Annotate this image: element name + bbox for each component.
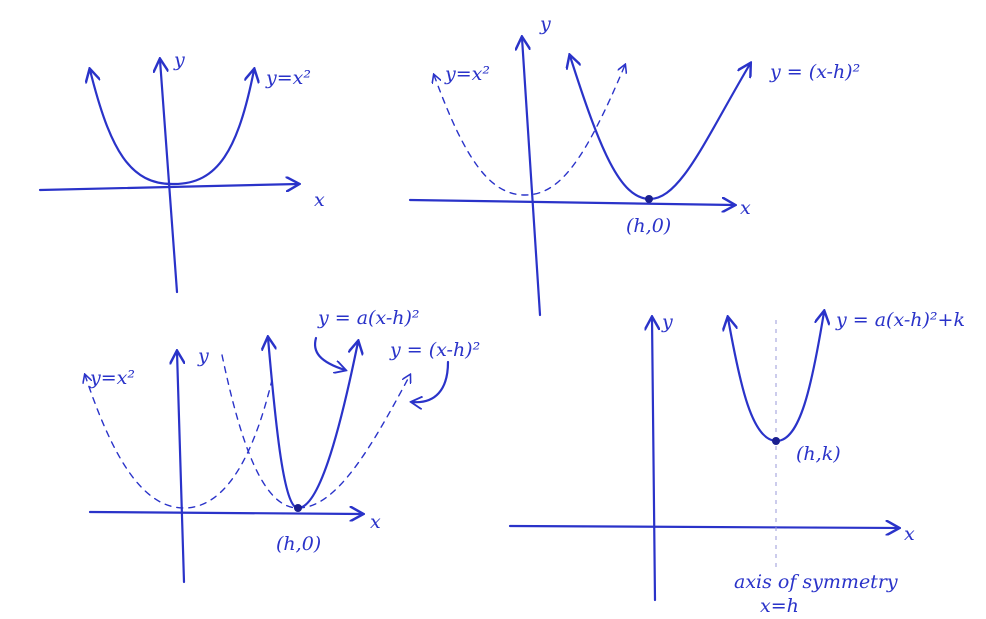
panel-4-x-axis [508,526,898,528]
panel-3-pointer-arrow-1 [313,336,345,370]
panel-3-dashed-parabola-1 [85,375,273,509]
panel-4-y-label: y [661,311,673,333]
panel-3-pointer-arrow-2 [412,360,450,402]
panel-3-dashed1-label: y=x² [89,367,135,389]
panel-2-x-axis [408,200,734,205]
panel-3-curve-label: y = a(x-h)² [317,307,420,329]
panel-1: y x y=x² [38,49,325,294]
panel-2-vertex-label: (h,0) [626,215,671,237]
panel-3-dashed2-label: y = (x-h)² [389,339,480,361]
panel-4-axis-caption-2: x=h [760,595,799,617]
panel-4-x-label: x [904,523,915,545]
panel-3-vertex-label: (h,0) [276,533,321,555]
panel-4-vertex-label: (h,k) [796,443,841,465]
panel-1-x-label: x [314,189,325,211]
panel-3-y-label: y [197,345,209,367]
panel-2-y-axis [522,38,542,317]
panel-1-y-axis [160,60,179,294]
panel-3: y x y=x² y = a(x-h)² y = (x-h)² (h,0) [85,307,480,584]
panel-1-parabola [90,70,254,186]
panel-4: y x y = a(x-h)²+k (h,k) axis of symmetry… [508,309,965,617]
panel-3-dashed-parabola-2 [221,354,410,509]
panel-3-vertex-dot [294,504,302,512]
panel-2-y-label: y [539,13,551,35]
panel-4-vertex-dot [772,437,780,445]
panel-3-x-label: x [370,511,381,533]
panel-1-y-label: y [173,49,185,71]
panel-3-x-axis [88,512,362,514]
panel-2: y x y=x² y = (x-h)² (h,0) [408,13,860,317]
panel-4-y-axis [652,318,655,602]
panel-2-vertex-dot [645,195,653,203]
panel-3-parabola [268,338,358,510]
panel-4-axis-caption-1: axis of symmetry [734,571,898,593]
panel-2-parabola [570,56,750,201]
panel-2-x-label: x [740,197,751,219]
panel-2-dashed-parabola [434,65,625,196]
panel-4-curve-label: y = a(x-h)²+k [835,309,965,331]
panel-2-curve-label: y = (x-h)² [769,61,860,83]
panel-1-curve-label: y=x² [265,67,311,89]
panel-2-dashed-label: y=x² [444,63,490,85]
panel-3-y-axis [177,352,186,584]
